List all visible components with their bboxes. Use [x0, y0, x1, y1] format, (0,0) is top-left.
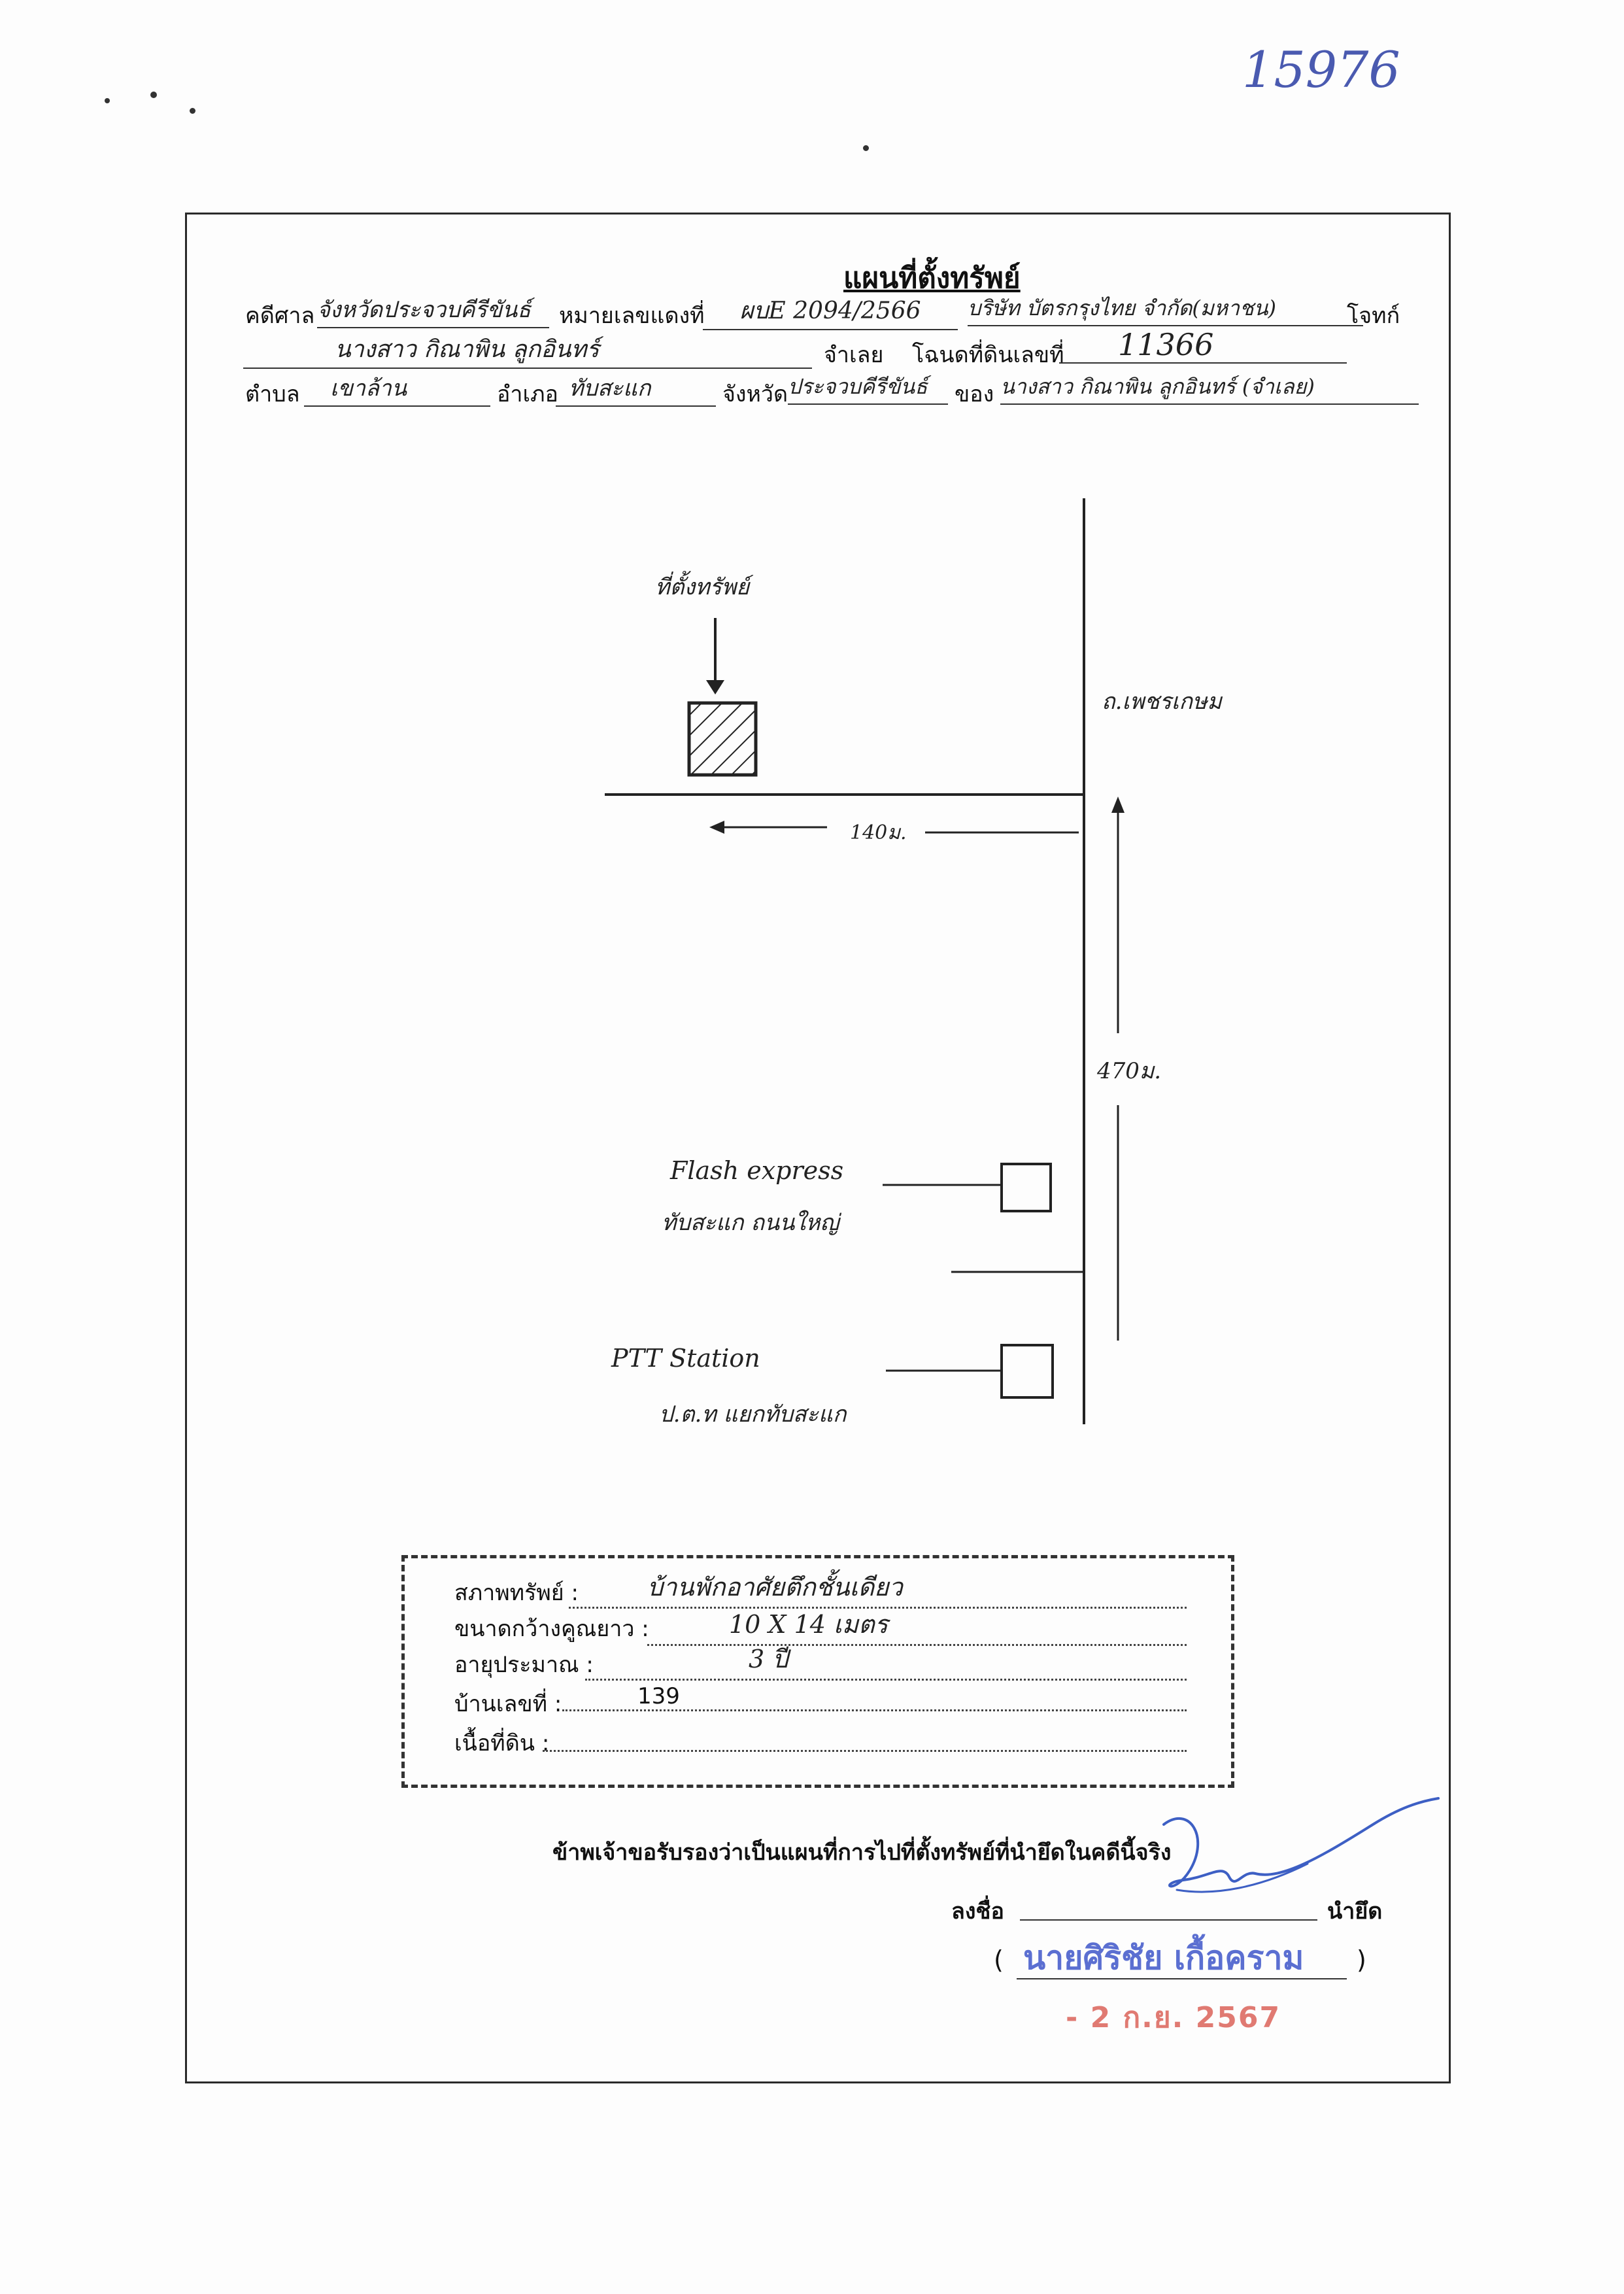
defendant-label: จำเลย: [824, 342, 884, 368]
landmark2-box: [1000, 1344, 1054, 1399]
land-area-label: เนื้อที่ดิน :: [454, 1730, 550, 1756]
scan-speck: [863, 145, 869, 151]
case-no-label: หมายเลขแดงที่: [559, 303, 705, 329]
page-title: แผนที่ตั้งทรัพย์: [843, 262, 1021, 295]
size-value: 10 X 14 เมตร: [647, 1604, 1187, 1646]
plaintiff-label: โจทก์: [1347, 303, 1400, 329]
house-no-label: บ้านเลขที่ :: [454, 1691, 562, 1717]
deed-label: โฉนดที่ดินเลขที่: [912, 342, 1064, 368]
name-line: [1017, 1978, 1347, 1979]
certification-statement: ข้าพเจ้าขอรับรองว่าเป็นแผนที่การไปที่ตั้…: [552, 1840, 1172, 1866]
road-label: ถ.เพชรเกษม: [1102, 689, 1222, 715]
close-paren: ): [1357, 1945, 1366, 1974]
map-frame: [185, 213, 1451, 2083]
side-distance-label: 140ม.: [850, 821, 907, 844]
page-number: 15976: [1242, 41, 1400, 99]
scan-speck: [150, 92, 157, 98]
size-label: ขนาดกว้างคูณยาว :: [454, 1616, 649, 1642]
property-details-box: [401, 1555, 1234, 1788]
subdistrict-label: ตำบล: [245, 381, 300, 407]
owner-label: ของ: [955, 381, 994, 407]
landmark1-name: Flash express: [670, 1156, 844, 1185]
landmark2-name: PTT Station: [611, 1344, 760, 1373]
court-label: คดีศาล: [245, 303, 315, 329]
role-label: นำยึด: [1327, 1898, 1383, 1925]
plaintiff-value: บริษัท บัตรกรุงไทย จำกัด(มหาชน): [968, 292, 1363, 326]
scan-speck: [190, 108, 195, 114]
house-no-value: 139: [562, 1683, 1187, 1711]
scan-speck: [105, 98, 110, 103]
landmark1-detail: ทับสะแก ถนนใหญ่: [662, 1210, 839, 1236]
sign-label: ลงชื่อ: [951, 1898, 1004, 1925]
province-value: ประจวบคีรีขันธ์: [788, 370, 948, 405]
landmark1-box: [1000, 1163, 1052, 1212]
condition-value: บ้านพักอาศัยตึกชั้นเดียว: [569, 1567, 1187, 1609]
signature: [1162, 1797, 1440, 1893]
land-area-value: [543, 1724, 1187, 1752]
defendant-value: นางสาว กิณาพิน ลูกอินทร์: [243, 330, 812, 369]
main-distance-label: 470ม.: [1097, 1058, 1162, 1084]
condition-label: สภาพทรัพย์ :: [454, 1580, 579, 1606]
property-label: ที่ตั้งทรัพย์: [655, 574, 750, 600]
district-label: อำเภอ: [497, 381, 558, 407]
case-no-value: ผบE 2094/2566: [703, 292, 958, 330]
court-value: จังหวัดประจวบคีรีขันธ์: [317, 292, 549, 328]
landmark2-detail: ป.ต.ท แยกทับสะแก: [659, 1401, 847, 1428]
province-label: จังหวัด: [722, 381, 788, 407]
property-marker: [687, 701, 758, 777]
district-value: ทับสะแก: [556, 370, 716, 407]
date-stamp: - 2 ก.ย. 2567: [1066, 2001, 1281, 2034]
subdistrict-value: เขาล้าน: [304, 370, 490, 407]
owner-value: นางสาว กิณาพิน ลูกอินทร์ (จำเลย): [1000, 370, 1419, 405]
age-value: 3 ปี: [585, 1639, 1187, 1681]
open-paren: (: [994, 1945, 1004, 1974]
age-label: อายุประมาณ :: [454, 1652, 594, 1678]
deed-value: 11366: [1059, 327, 1347, 364]
signature-line: [1020, 1919, 1317, 1921]
name-stamp: นายศิริชัย เกื้อคราม: [1023, 1939, 1304, 1977]
